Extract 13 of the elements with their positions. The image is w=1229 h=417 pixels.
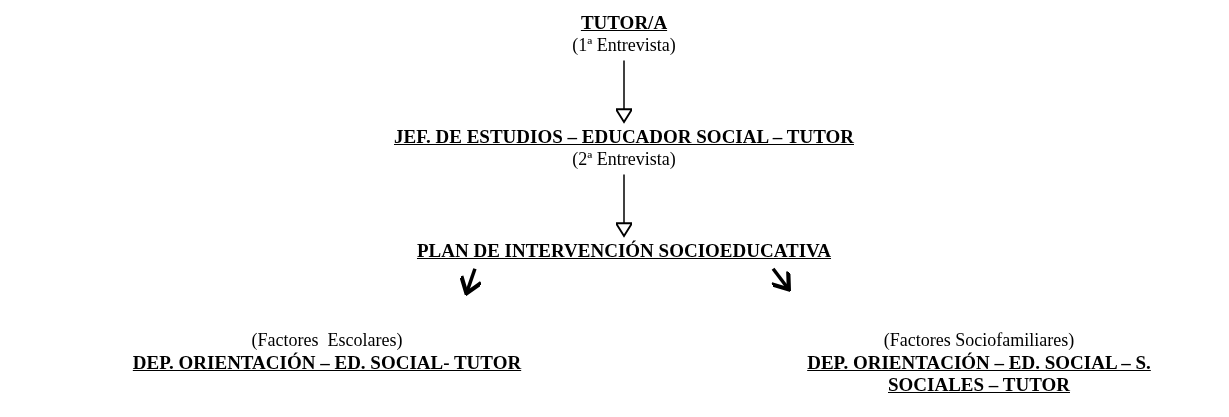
arrow bbox=[769, 267, 791, 292]
role-heading: DEP. ORIENTACIÓN – ED. SOCIAL – S. SOCIALES – TUTOR bbox=[806, 351, 1152, 398]
arrow bbox=[459, 268, 484, 296]
interview-note: (1ª Entrevista) bbox=[572, 34, 676, 57]
interview-note: (Factores Escolares) bbox=[250, 330, 404, 352]
role-heading: TUTOR/A bbox=[579, 12, 669, 35]
interview-note: (Factores Sociofamiliares) bbox=[882, 330, 1076, 352]
arrow bbox=[615, 173, 633, 237]
role-heading: DEP. ORIENTACIÓN – ED. SOCIAL- TUTOR bbox=[131, 351, 523, 375]
role-heading: JEF. DE ESTUDIOS – EDUCADOR SOCIAL – TUTOR bbox=[394, 126, 854, 149]
interview-note: (2ª Entrevista) bbox=[571, 148, 677, 171]
arrow bbox=[615, 59, 633, 123]
role-heading: PLAN DE INTERVENCIÓN SOCIOEDUCATIVA bbox=[416, 240, 832, 263]
